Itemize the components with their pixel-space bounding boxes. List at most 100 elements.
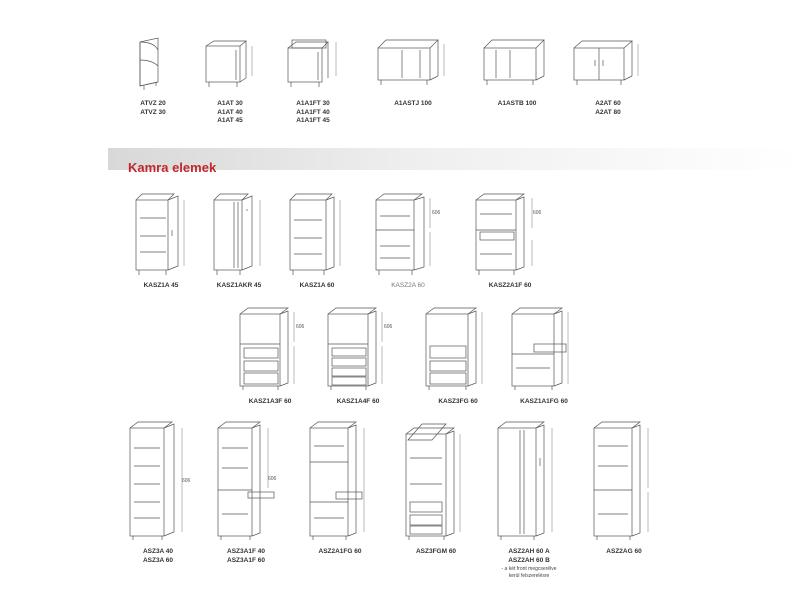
- cabinet-drawing-a1at: [205, 40, 253, 87]
- item-labels: ASZ3A 40 ASZ3A 60: [120, 548, 196, 565]
- item-labels: KASZ1AKR 45: [208, 282, 270, 291]
- item-labels: KASZ1A1FG 60: [504, 398, 584, 407]
- label-line: ASZ2AG 60: [606, 548, 642, 555]
- item-kasz1a1fg60: KASZ1A1FG 60: [504, 306, 584, 406]
- cabinet-drawing-kasz1a4f60: 606: [327, 307, 393, 390]
- cabinet-drawing-kasz2a1f60: 606: [475, 193, 542, 275]
- cabinet-drawing-kasz1a60: [289, 193, 341, 275]
- label-line: ASZ3A 60: [142, 556, 174, 564]
- cabinet-drawing-kasz1a45: [135, 193, 185, 275]
- item-asz3a: 606 ASZ3A 40 ASZ3A 60: [120, 418, 196, 588]
- item-note: - a két front megcserélve kerül felszere…: [486, 566, 572, 579]
- cabinet-drawing-kasz1akr45: [213, 193, 261, 275]
- cabinet-drawing-a2at: [573, 40, 639, 85]
- dim-label: 606: [296, 324, 305, 330]
- note-line: - a két front megcserélve: [501, 566, 557, 572]
- item-kasz1a60: KASZ1A 60: [284, 190, 350, 290]
- dim-label: 606: [182, 478, 191, 484]
- label-line: ASZ3A1F 40: [227, 548, 265, 555]
- item-kasz1akr45: KASZ1AKR 45: [208, 190, 270, 290]
- item-kasz1a4f60: 606 KASZ1A4F 60: [318, 306, 398, 406]
- label-line: A1AT 30: [217, 100, 243, 107]
- label-line: A1AT 45: [217, 117, 243, 124]
- item-labels: A1ASTB 100: [476, 100, 558, 109]
- label-line: ATVZ 20: [140, 100, 166, 107]
- item-labels: ASZ3FGM 60: [396, 548, 476, 557]
- cabinet-drawing-a1a1ft: [287, 39, 337, 87]
- label-line: A1AT 40: [217, 108, 243, 116]
- dim-label: 606: [268, 476, 277, 482]
- cabinet-drawing-asz3a: 606: [129, 421, 191, 540]
- item-labels: ASZ3A1F 40 ASZ3A1F 60: [208, 548, 284, 565]
- label-line: KASZ2A1F 60: [488, 282, 532, 289]
- item-labels: A1AT 30 A1AT 40 A1AT 45: [200, 100, 260, 126]
- item-labels: KASZ1A 60: [284, 282, 350, 291]
- item-labels: A1ASTJ 100: [372, 100, 454, 109]
- section-divider: [108, 148, 800, 170]
- item-kasz1a45: KASZ1A 45: [130, 190, 192, 290]
- label-line: KASZ1A4F 60: [336, 398, 380, 405]
- item-labels: ASZ2A1FG 60: [300, 548, 380, 557]
- item-labels: ASZ2AG 60: [584, 548, 664, 557]
- item-labels: KASZ2A 60: [368, 282, 448, 291]
- item-asz3a1f: 606 ASZ3A1F 40 ASZ3A1F 60: [208, 418, 284, 588]
- cabinet-drawing-a1astb: [483, 39, 545, 85]
- label-line: KASZ1A3F 60: [248, 398, 292, 405]
- label-line: ASZ2AH 60 A: [508, 548, 550, 555]
- label-line: ASZ2AH 60 B: [508, 556, 550, 564]
- item-labels: KASZ1A4F 60: [318, 398, 398, 407]
- cabinet-drawing-asz2ah: [497, 421, 553, 540]
- label-line: A1ASTJ 100: [394, 100, 432, 107]
- item-kasz2a60: 606 KASZ2A 60: [368, 190, 448, 290]
- item-kasz3fg60: KASZ3FG 60: [418, 306, 498, 406]
- cabinet-drawing-asz3fgm: [405, 423, 461, 540]
- label-line: KASZ1AKR 45: [216, 282, 262, 289]
- item-a1at: A1AT 30 A1AT 40 A1AT 45: [200, 36, 260, 136]
- item-labels: KASZ2A1F 60: [470, 282, 550, 291]
- label-line: A1A1FT 40: [296, 108, 330, 116]
- label-line: A1ASTB 100: [497, 100, 537, 107]
- label-line: A1A1FT 45: [296, 117, 330, 124]
- item-labels: KASZ1A 45: [130, 282, 192, 291]
- dim-label: 606: [384, 324, 393, 330]
- cabinet-drawing-asz2ag: [593, 421, 649, 540]
- label-line: KASZ3FG 60: [438, 398, 478, 405]
- item-asz2a1fg: ASZ2A1FG 60: [300, 418, 380, 578]
- label-line: ASZ2A1FG 60: [318, 548, 362, 555]
- cabinet-drawing-kasz1a1fg60: [511, 307, 569, 390]
- label-line: ASZ3FGM 60: [415, 548, 457, 555]
- note-line: kerül felszerelésre: [508, 572, 550, 579]
- label-line: ASZ3A1F 60: [227, 556, 265, 564]
- dim-label: 606: [432, 210, 441, 216]
- item-asz2ah: ASZ2AH 60 A ASZ2AH 60 B - a két front me…: [486, 418, 572, 598]
- label-line: KASZ1A 45: [143, 282, 179, 289]
- label-line: A2AT 80: [595, 108, 621, 116]
- cabinet-drawing-kasz1a3f60: 606: [239, 307, 305, 390]
- cabinet-drawing-kasz2a60: 606: [375, 193, 441, 275]
- item-labels: A2AT 60 A2AT 80: [568, 100, 648, 117]
- item-kasz2a1f60: 606 KASZ2A1F 60: [470, 190, 550, 290]
- label-line: KASZ1A 60: [299, 282, 335, 289]
- item-labels: KASZ1A3F 60: [230, 398, 310, 407]
- cabinet-drawing-asz3a1f: 606: [217, 421, 277, 540]
- label-line: ATVZ 30: [140, 108, 166, 116]
- item-asz2ag: ASZ2AG 60: [584, 418, 664, 578]
- dim-label: 606: [533, 210, 542, 216]
- item-a1astb: A1ASTB 100: [476, 36, 558, 116]
- label-line: ASZ3A 40: [142, 548, 174, 555]
- item-asz3fgm: ASZ3FGM 60: [396, 418, 476, 578]
- label-line: A1A1FT 30: [296, 100, 330, 107]
- cabinet-drawing-kasz3fg60: [425, 307, 483, 390]
- item-labels: ATVZ 20 ATVZ 30: [128, 100, 178, 117]
- item-labels: KASZ3FG 60: [418, 398, 498, 407]
- label-line: KASZ1A1FG 60: [520, 398, 568, 405]
- item-kasz1a3f60: 606 KASZ1A3F 60: [230, 306, 310, 406]
- section-title: Kamra elemek: [128, 160, 217, 175]
- label-line: A2AT 60: [595, 100, 621, 107]
- item-a1a1ft: A1A1FT 30 A1A1FT 40 A1A1FT 45: [282, 36, 344, 136]
- cabinet-drawing-a1asti: [377, 39, 445, 85]
- item-a1asti: A1ASTJ 100: [372, 36, 454, 116]
- item-labels: A1A1FT 30 A1A1FT 40 A1A1FT 45: [282, 100, 344, 126]
- cabinet-drawing-asz2a1fg: [309, 421, 365, 540]
